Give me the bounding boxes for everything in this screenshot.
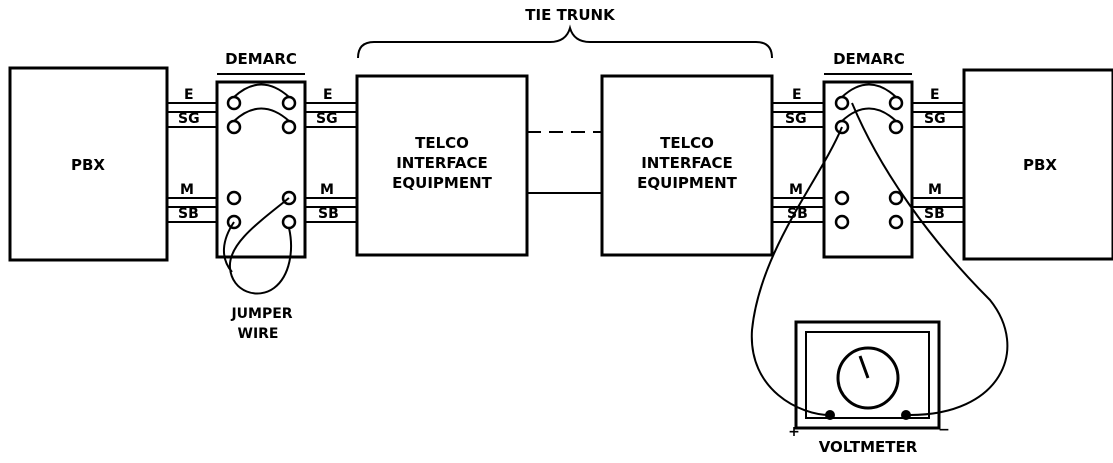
demarc-right-terminal — [888, 119, 904, 135]
right-pbx-m-label: M — [928, 182, 942, 198]
voltmeter-face — [805, 331, 930, 419]
voltmeter-minus-sign: − — [938, 422, 950, 438]
voltmeter-needle — [858, 355, 870, 379]
telco-left-line3: EQUIPMENT — [392, 174, 492, 192]
demarc-right-terminal — [888, 95, 904, 111]
left-telco-e-label: E — [323, 87, 333, 103]
demarc-right-terminal — [834, 214, 850, 230]
telco-right-line3: EQUIPMENT — [637, 174, 737, 192]
demarc-right-terminal — [888, 190, 904, 206]
right-telco-e-label: E — [792, 87, 802, 103]
telco-left-box — [355, 74, 529, 257]
voltmeter-positive-lead — [750, 126, 843, 416]
right-pbx-sb-label: SB — [924, 206, 945, 222]
demarc-left-terminal — [281, 214, 297, 230]
demarc-left-label: DEMARC — [225, 50, 297, 68]
demarc-right-e-strap — [841, 83, 897, 98]
pbx-left-box — [8, 66, 169, 262]
demarc-right-block — [822, 80, 914, 259]
left-pbx-m-label: M — [180, 182, 194, 198]
jumper-label-line2: WIRE — [238, 326, 279, 342]
tie-trunk-label: TIE TRUNK — [525, 6, 616, 24]
demarc-left-terminal — [226, 119, 242, 135]
left-telco-sb-label: SB — [318, 206, 339, 222]
demarc-right-terminal — [834, 190, 850, 206]
telco-right-line1: TELCO — [660, 134, 714, 152]
demarc-left-block — [215, 80, 307, 259]
right-pbx-e-label: E — [930, 87, 940, 103]
demarc-right-label: DEMARC — [833, 50, 905, 68]
telco-right-box — [600, 74, 774, 257]
left-pbx-e-label: E — [184, 87, 194, 103]
tie-trunk-brace — [357, 24, 773, 59]
pbx-left-label: PBX — [71, 156, 105, 174]
jumper-label-line1: JUMPER — [230, 306, 292, 322]
left-pbx-sb-label: SB — [178, 206, 199, 222]
voltmeter-case — [794, 320, 941, 430]
demarc-left-terminal — [226, 190, 242, 206]
jumper-wire-return — [223, 221, 235, 273]
voltmeter-plus-sign: + — [788, 424, 800, 440]
voltmeter-negative-terminal — [901, 410, 911, 420]
demarc-right-terminal — [834, 95, 850, 111]
demarc-left-terminal — [281, 95, 297, 111]
left-telco-sg-label: SG — [316, 111, 338, 127]
right-pbx-sg-label: SG — [924, 111, 946, 127]
telco-left-line2: INTERFACE — [396, 154, 488, 172]
demarc-left-sg-strap — [233, 107, 290, 122]
demarc-left-terminal — [226, 95, 242, 111]
voltmeter-positive-terminal — [825, 410, 835, 420]
right-telco-sg-label: SG — [785, 111, 807, 127]
pbx-right-label: PBX — [1023, 156, 1057, 174]
demarc-left-e-strap — [233, 83, 290, 98]
demarc-right-sg-strap — [841, 107, 897, 122]
demarc-left-terminal — [281, 119, 297, 135]
telco-left-line1: TELCO — [415, 134, 469, 152]
voltmeter-label: VOLTMETER — [819, 438, 918, 456]
voltmeter-dial — [836, 346, 900, 410]
pbx-right-box — [962, 68, 1113, 261]
demarc-right-terminal — [888, 214, 904, 230]
left-telco-m-label: M — [320, 182, 334, 198]
jumper-wire — [228, 197, 292, 295]
left-pbx-sg-label: SG — [178, 111, 200, 127]
right-telco-m-label: M — [789, 182, 803, 198]
voltmeter-negative-lead — [851, 102, 1009, 416]
telco-right-line2: INTERFACE — [641, 154, 733, 172]
